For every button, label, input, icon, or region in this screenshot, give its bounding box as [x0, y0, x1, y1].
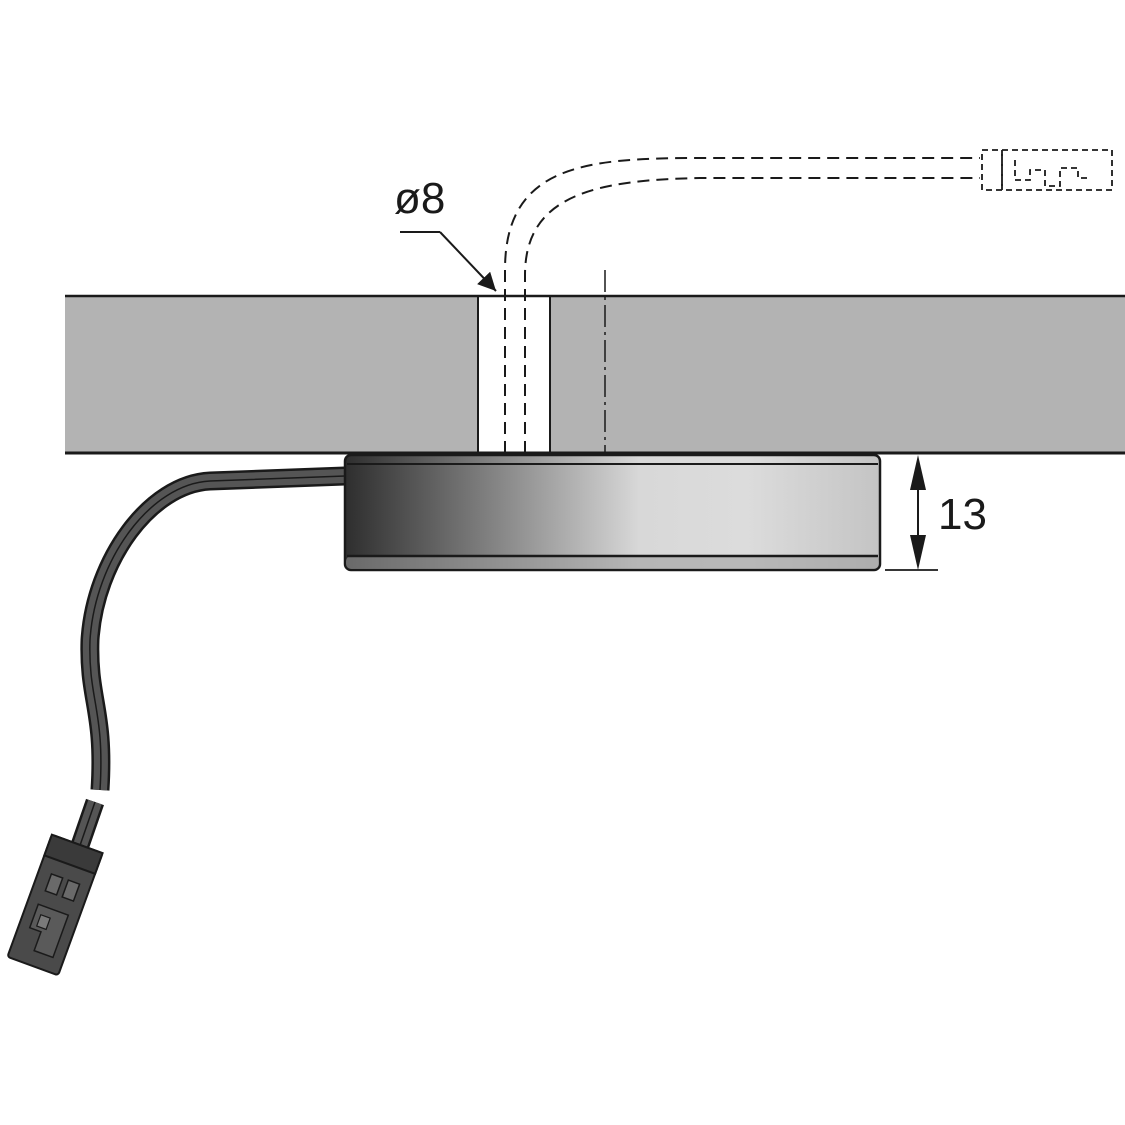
height-annotation: 13 [885, 455, 987, 571]
hidden-cable-line-inner [524, 177, 980, 453]
hidden-cable-line-outer [504, 157, 980, 453]
hidden-cable-route [504, 157, 980, 453]
diameter-leader-arrow [439, 231, 497, 292]
cable-body [82, 469, 346, 791]
connector-collar [43, 833, 104, 876]
cable [67, 466, 346, 861]
panel-left-part [65, 296, 478, 453]
hole-diameter-label: ø8 [394, 174, 445, 223]
connector-slot-2 [61, 879, 81, 903]
panel-right-part [550, 296, 1125, 453]
led-light-fixture [343, 453, 882, 572]
light-bottom-band [346, 556, 879, 569]
height-arrow-top [910, 455, 926, 490]
connector-slot-3 [35, 913, 51, 931]
height-arrow-bottom [910, 535, 926, 570]
connector-slot-1 [44, 872, 64, 896]
hidden-connector-icon [981, 149, 1113, 191]
connector-plug-icon [7, 833, 104, 976]
panel [65, 294, 1125, 455]
light-housing [343, 453, 882, 572]
diameter-annotation: ø8 [394, 174, 497, 292]
cable-separator [89, 475, 346, 791]
light-height-label: 13 [938, 490, 987, 539]
